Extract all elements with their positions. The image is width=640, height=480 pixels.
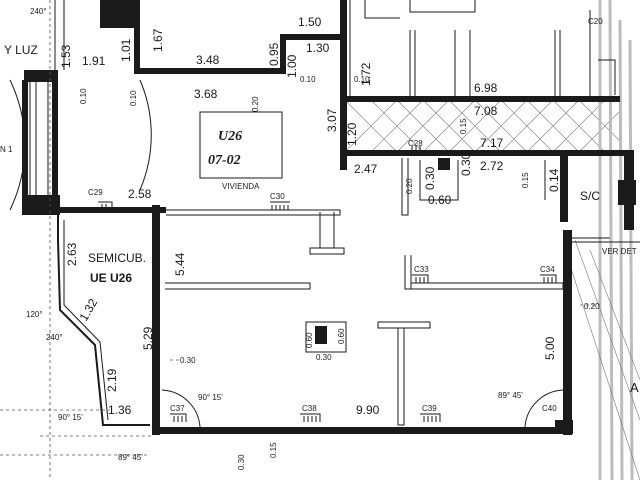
dim-sm-240-top: 240° [30,7,47,16]
dim-3-68: 3.68 [194,87,218,101]
dim-1-72: 1.72 [359,62,373,86]
dim-sm-0-60-b: 0.60 [337,328,346,344]
dim-sm-0-30-mid: 0.30 [316,353,332,362]
dim-2-72: 2.72 [480,159,504,173]
dim-5-29: 5.29 [141,326,155,350]
dim-9-90: 9.90 [356,403,380,417]
dim-sm-0-20-mid: 0.20 [405,178,414,194]
dim-sm-0-30-left: 0.30 [180,356,196,365]
dim-5-00: 5.00 [543,336,557,360]
col-c38: C38 [302,404,317,413]
dim-0-14: 0.14 [547,168,561,192]
unit-code: 07-02 [208,153,241,168]
dim-0-60: 0.60 [428,193,452,207]
col-c33: C33 [414,265,429,274]
dim-1-36: 1.36 [108,403,132,417]
room-sc: S/C [580,189,600,203]
dim-5-44: 5.44 [173,252,187,276]
dim-2-19: 2.19 [105,368,119,392]
dim-3-07: 3.07 [325,108,339,132]
dim-0-95: 0.95 [267,42,281,66]
dim-7-17: 7.17 [480,136,504,150]
col-c30: C30 [270,192,285,201]
walls [22,0,636,435]
dim-sm-90-15-out: 90° 15' [58,413,83,422]
dim-sm-0-10-a: 0.10 [79,88,88,104]
dim-sm-0-10-c: 0.10 [300,75,316,84]
semicub-subtitle: UE U26 [90,271,132,285]
room-n: N 1 [0,145,13,154]
dim-2-47: 2.47 [354,162,378,176]
right-hatching [564,0,640,480]
dim-sm-0-60-a: 0.60 [305,332,314,348]
dim-sm-0-15-a: 0.15 [459,118,468,134]
room-luz: Y LUZ [4,43,38,57]
dim-1-20: 1.20 [345,122,359,146]
dim-1-50: 1.50 [298,15,322,29]
dim-1-32: 1.32 [76,296,100,324]
dim-sm-0-20-right: 0.20 [584,302,600,311]
dim-7-08: 7.08 [474,104,498,118]
col-c20: C20 [588,17,603,26]
dim-sm-0-30-bottom: 0.30 [237,454,246,470]
col-c28: C28 [408,139,423,148]
unit-title: U26 [218,129,242,144]
col-c39: C39 [422,404,437,413]
dim-1-67: 1.67 [151,28,165,52]
dim-2-58: 2.58 [128,187,152,201]
dim-sm-0-10-d: 0.10 [354,75,370,84]
col-c37: C37 [170,404,185,413]
dim-sm-90-15-in: 90° 15' [198,393,223,402]
dim-1-30: 1.30 [306,41,330,55]
dim-0-30-b: 0.30 [459,152,473,176]
col-c40: C40 [542,404,557,413]
col-c34: C34 [540,265,555,274]
dim-1-91: 1.91 [82,54,106,68]
dim-6-98: 6.98 [474,81,498,95]
room-ver-det: VER DET [602,247,637,256]
unit-box [199,111,283,179]
unit-subtitle: VIVIENDA [222,182,260,191]
dim-sm-0-10-b: 0.10 [129,90,138,106]
room-a: A [630,380,639,395]
col-c29: C29 [88,188,103,197]
dim-sm-120: 120° [26,310,43,319]
dim-1-00: 1.00 [285,54,299,78]
dim-sm-89-45-out: 89° 45' [118,453,143,462]
dim-sm-0-20-top: 0.20 [251,96,260,112]
semicub-title: SEMICUB. [88,251,146,265]
dim-0-30-a: 0.30 [423,166,437,190]
dim-sm-240-mid: 240° [46,333,63,342]
dim-1-53: 1.53 [59,44,73,68]
dim-sm-0-15-b: 0.15 [521,172,530,188]
dim-sm-0-15-bottom: 0.15 [269,442,278,458]
dim-1-01: 1.01 [119,38,133,62]
dim-sm-89-45-in: 89° 45' [498,391,523,400]
dim-2-63: 2.63 [65,242,79,266]
dim-3-48: 3.48 [196,53,220,67]
